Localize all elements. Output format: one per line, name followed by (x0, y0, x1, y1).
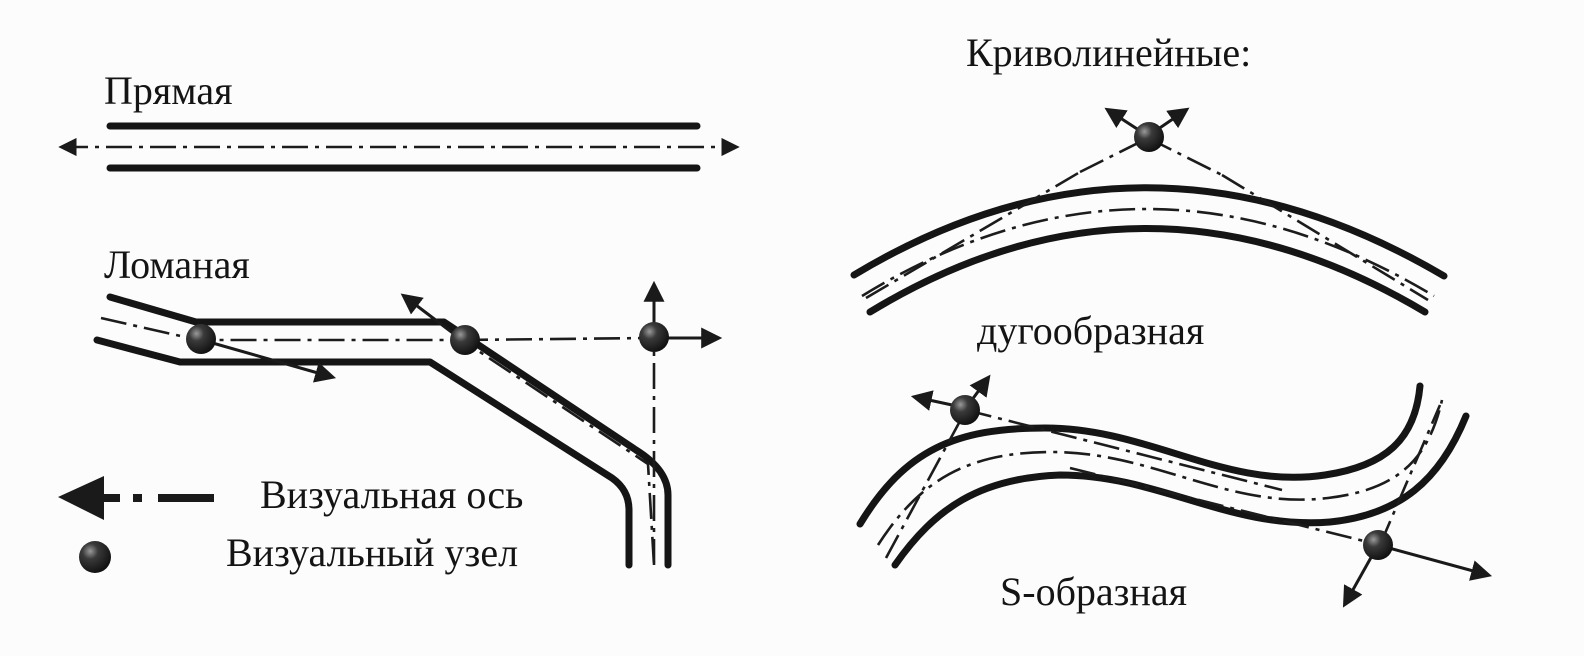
arc-label: дугообразная (977, 308, 1204, 353)
s-node-2 (1363, 530, 1393, 560)
s-road-edge-top (856, 382, 1424, 528)
s-road-edge-bottom (891, 412, 1470, 569)
broken-node1-arrow (201, 338, 337, 383)
s-road: S-образная (856, 374, 1493, 614)
arc-visual-axis (861, 207, 1435, 298)
arc-road-edge-bottom (866, 225, 1429, 316)
s-visual-axis (876, 399, 1444, 546)
broken-road-edge-top (106, 293, 672, 569)
broken-label: Ломаная (104, 242, 250, 287)
s-tangent-mid-lower (1069, 466, 1381, 547)
s-tangent-right (1378, 404, 1442, 546)
curvilinear-heading: Криволинейные: (966, 30, 1251, 75)
s-node-1 (950, 395, 980, 425)
broken-visual-axis (100, 316, 656, 566)
legend-axis-arrowhead (58, 476, 104, 520)
s-tangent-left (884, 409, 968, 559)
legend-node-icon (79, 541, 111, 573)
broken-road: Ломаная (93, 242, 723, 569)
broken-node-1 (186, 324, 216, 354)
legend-axis-label: Визуальная ось (260, 472, 523, 517)
s-label: S-образная (1000, 569, 1187, 614)
arc-tangent-right (1221, 173, 1429, 302)
arc-node (1134, 122, 1164, 152)
straight-road: Прямая (58, 68, 740, 172)
broken-node-3 (639, 322, 669, 352)
arc-tangent-left (865, 170, 1081, 300)
arc-road-edge-top (850, 184, 1448, 280)
broken-road-edge-bottom (93, 336, 633, 569)
legend-node-label: Визуальный узел (226, 530, 518, 575)
straight-label: Прямая (104, 68, 232, 113)
s-node2-arrow-right (1377, 543, 1493, 581)
broken-axis-extension (461, 336, 651, 342)
arc-road: дугообразная (850, 107, 1448, 353)
legend: Визуальная ось Визуальный узел (58, 472, 523, 575)
broken-node-2 (450, 325, 480, 355)
s-tangent-mid-upper (965, 408, 1283, 492)
